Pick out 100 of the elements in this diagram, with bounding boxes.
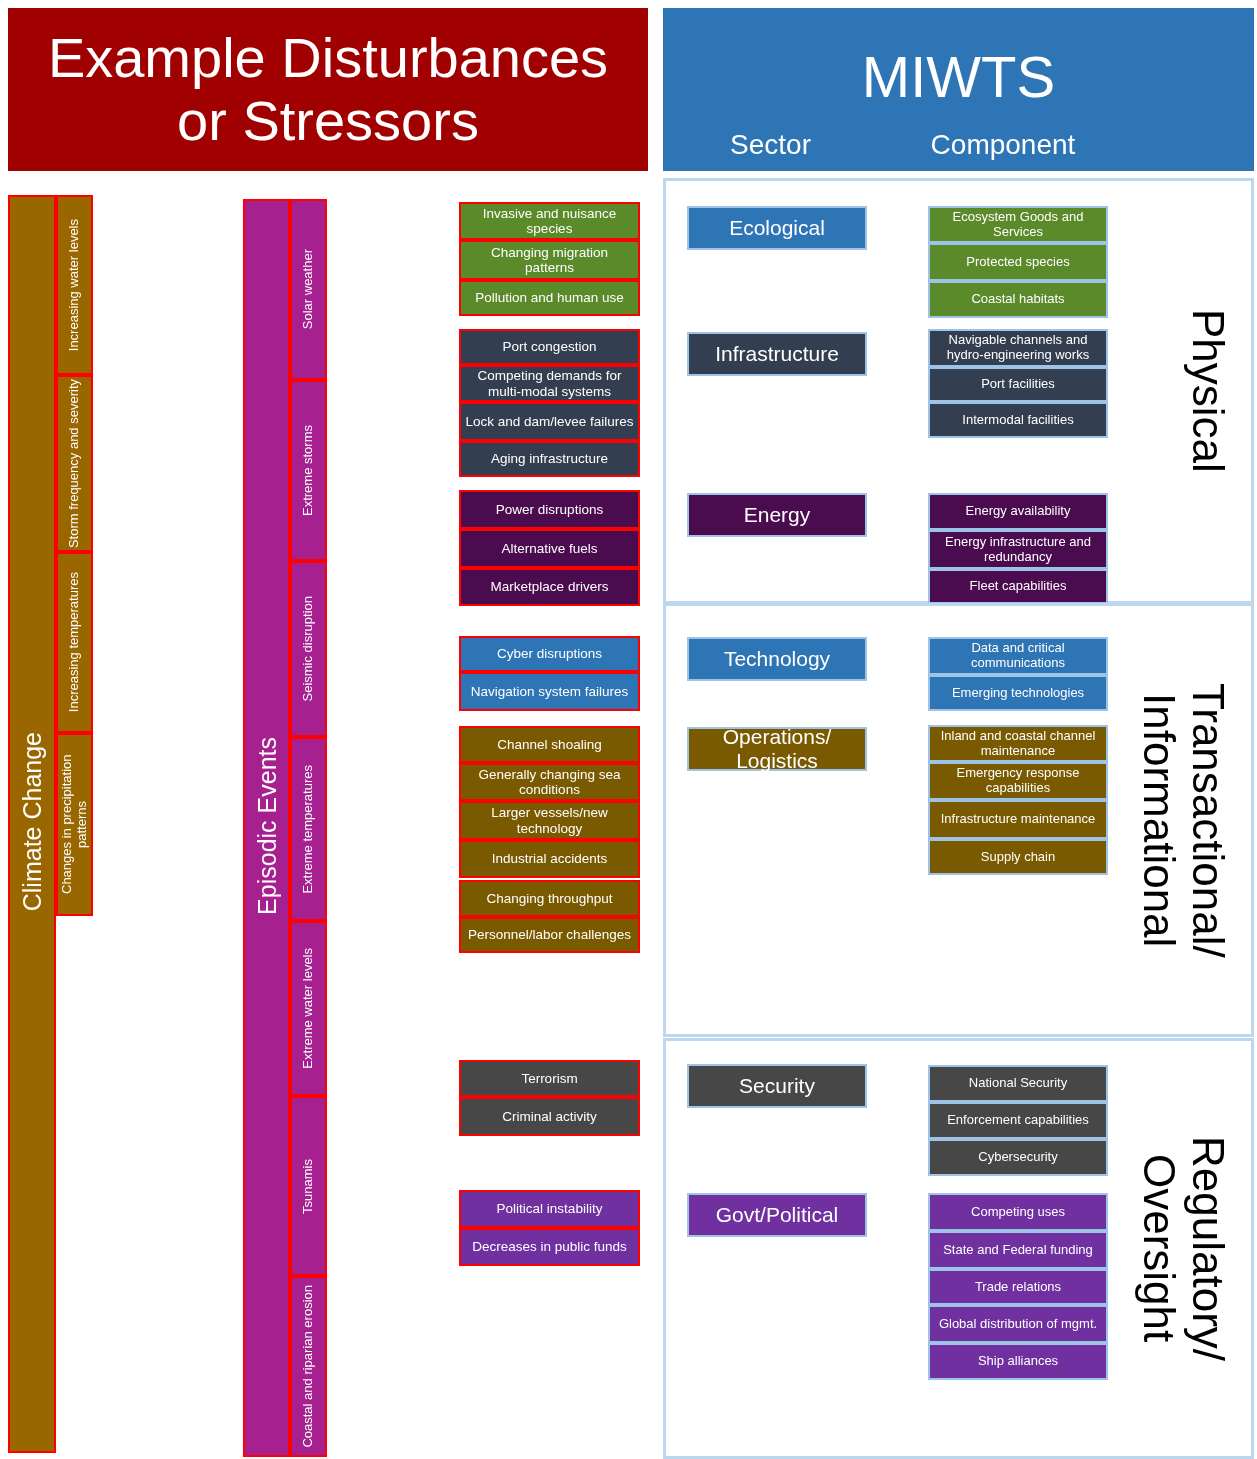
component-label: Protected species <box>966 254 1070 270</box>
category-panel <box>663 1038 1254 1459</box>
component-label: National Security <box>968 1076 1068 1091</box>
component-box <box>928 493 1108 530</box>
stressor-box <box>459 1190 640 1228</box>
stressor-label: Lock and dam/levee failures <box>465 413 634 430</box>
component-box <box>928 1193 1108 1231</box>
stressor-label: Aging infrastructure <box>490 451 609 467</box>
component-box <box>928 281 1108 318</box>
title-banner <box>8 8 648 171</box>
stressor-box <box>459 490 640 529</box>
stressor-box <box>459 1097 640 1136</box>
component-box <box>928 367 1108 402</box>
component-label: Supply chain <box>980 849 1056 865</box>
stressor-label: Port congestion <box>502 339 597 355</box>
component-label: Intermodal facilities <box>962 412 1074 428</box>
component-box <box>928 675 1108 711</box>
stressor-box <box>459 917 640 953</box>
sector-label: Infrastructure <box>715 342 839 366</box>
stressor-label: Decreases in public funds <box>472 1239 627 1255</box>
stressor-bar <box>56 552 93 733</box>
component-label: Port facilities <box>981 377 1055 392</box>
stressor-bar <box>290 737 327 921</box>
stressor-label: Marketplace drivers <box>490 579 609 595</box>
component-label: Emergency response capabilities <box>955 766 1081 796</box>
category-panel <box>663 178 1254 604</box>
stressor-label: Larger vessels/new technology <box>490 805 609 836</box>
component-label: State and Federal funding <box>943 1242 1093 1258</box>
sector-label: Security <box>739 1074 815 1098</box>
stressor-box <box>459 329 640 365</box>
stressor-label: Storm frequency and severity <box>67 378 82 549</box>
stressor-box <box>459 568 640 606</box>
stressor-label: Criminal activity <box>502 1108 597 1125</box>
category-label: Episodic Events <box>252 737 281 915</box>
stressor-label: Increasing water levels <box>67 218 82 352</box>
stressor-label: Changing migration patterns <box>489 244 610 276</box>
component-label: Infrastructure maintenance <box>940 812 1096 827</box>
category-label: Transactional/ Informational <box>1134 681 1233 960</box>
stressor-box <box>459 280 640 316</box>
stressor-bar <box>290 380 327 561</box>
stressor-label: Solar weather <box>301 249 316 330</box>
stressor-label: Generally changing sea conditions <box>477 766 622 798</box>
stressor-bar <box>56 375 93 552</box>
category-bar <box>243 199 290 1457</box>
component-box <box>928 206 1108 243</box>
component-label: Fleet capabilities <box>969 579 1067 594</box>
stressor-label: Cyber disruptions <box>496 646 602 662</box>
component-label: Ship alliances <box>977 1354 1059 1369</box>
stressor-box <box>459 726 640 763</box>
component-box <box>928 329 1108 367</box>
stressor-box <box>459 840 640 878</box>
stressor-bar <box>290 1096 327 1276</box>
component-label: Energy availability <box>965 504 1071 519</box>
stressor-label: Channel shoaling <box>497 736 602 753</box>
stressor-box <box>459 636 640 672</box>
category-label: Regulatory/ Oversight <box>1134 1135 1233 1363</box>
category-label: Climate Change <box>18 731 46 911</box>
component-label: Enforcement capabilities <box>947 1113 1089 1128</box>
stressor-box <box>459 801 640 840</box>
stressor-label: Increasing temperatures <box>67 572 82 713</box>
stressor-label: Terrorism <box>521 1070 578 1087</box>
stressor-label: Tsunamis <box>301 1158 316 1214</box>
stressor-label: Pollution and human use <box>475 290 624 306</box>
component-label: Energy infrastructure and redundancy <box>944 534 1092 565</box>
component-label: Competing uses <box>971 1204 1065 1220</box>
sector-box <box>687 1064 867 1108</box>
stressor-label: Political instability <box>496 1201 603 1217</box>
component-box <box>928 762 1108 800</box>
component-box <box>928 1231 1108 1269</box>
stressor-box <box>459 441 640 477</box>
component-box <box>928 725 1108 762</box>
component-box <box>928 402 1108 438</box>
component-label: Global distribution of mgmt. <box>938 1316 1098 1332</box>
sector-label: Govt/Political <box>715 1203 839 1227</box>
column-heading: Sector <box>729 131 812 159</box>
category-bar <box>8 195 56 1453</box>
stressor-label: Changing throughput <box>486 890 613 907</box>
stressor-box <box>459 529 640 568</box>
stressor-box <box>459 402 640 441</box>
component-box <box>928 1305 1108 1343</box>
sector-label: Ecological <box>729 216 825 240</box>
sector-label: Operations/ Logistics <box>721 725 833 773</box>
stressor-bar <box>290 561 327 737</box>
component-box <box>928 1343 1108 1380</box>
component-label: Emerging technologies <box>951 685 1085 701</box>
sector-box <box>687 493 867 537</box>
stressor-box <box>459 880 640 917</box>
stressor-label: Extreme temperatures <box>301 764 316 894</box>
stressor-box <box>459 672 640 711</box>
component-box <box>928 530 1108 569</box>
component-label: Ecosystem Goods and Services <box>951 209 1085 240</box>
stressor-label: Navigation system failures <box>470 683 629 700</box>
stressor-bar <box>56 733 93 916</box>
sector-box <box>687 727 867 771</box>
sector-box <box>687 1193 867 1237</box>
stressor-label: Invasive and nuisance species <box>481 205 618 237</box>
component-label: Cybersecurity <box>978 1150 1058 1165</box>
component-box <box>928 637 1108 675</box>
stressor-label: Extreme water levels <box>301 948 316 1069</box>
component-box <box>928 1065 1108 1102</box>
